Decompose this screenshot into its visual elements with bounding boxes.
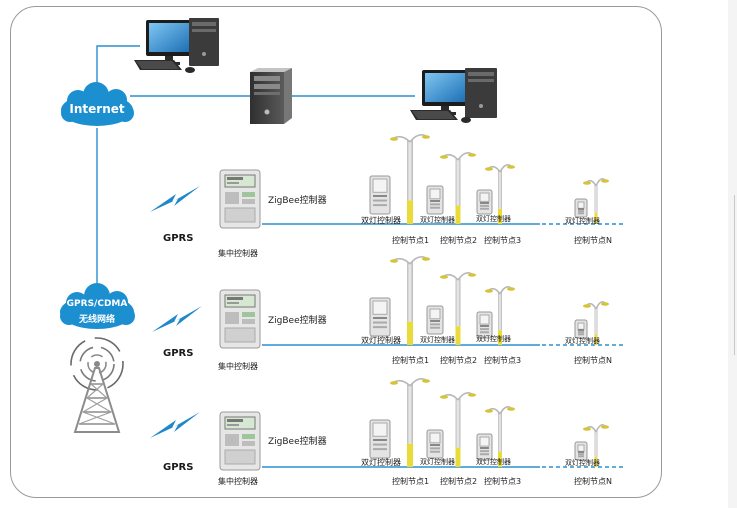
- control-node-label: 控制节点1: [392, 477, 430, 486]
- control-node-label: 控制节点2: [440, 477, 478, 486]
- gprs-label: GPRS: [163, 462, 194, 473]
- control-node-label: 控制节点1: [392, 236, 430, 245]
- concentrator-label: 集中控制器: [218, 477, 258, 486]
- street-lamp-icon: [390, 378, 430, 467]
- concentrator-meter-icon: [219, 289, 261, 349]
- lamp-controller-box-icon: [574, 198, 588, 218]
- lamp-controller-box-icon: [369, 175, 391, 215]
- lamp-controller-label: 双灯控制器: [476, 458, 511, 466]
- radio-tower-icon: [70, 337, 124, 433]
- lamp-controller-box-icon: [476, 433, 493, 461]
- wireless-network-label-line2: 无线网络: [78, 315, 115, 325]
- street-lamp-icon: [583, 424, 609, 467]
- internet-label: Internet: [69, 102, 125, 116]
- gprs-label: GPRS: [163, 233, 194, 244]
- lamp-controller-box-icon: [369, 297, 391, 337]
- lamp-controller-box-icon: [369, 419, 391, 459]
- zigbee-controller-label: ZigBee控制器: [268, 437, 327, 447]
- street-lamp-icon: [440, 152, 476, 224]
- street-lamp-icon: [485, 406, 515, 467]
- server-tower-icon: [250, 68, 292, 124]
- lamp-controller-label: 双灯控制器: [420, 336, 455, 344]
- controller-rows: [150, 134, 626, 471]
- lamp-controller-label: 双灯控制器: [476, 215, 511, 223]
- street-lamp-icon: [583, 301, 609, 345]
- street-lamp-icon: [485, 164, 515, 224]
- cloud-icon: [60, 283, 135, 329]
- dual-lamp-controller-label: 双灯控制器: [361, 216, 401, 225]
- lamp-controller-label: 双灯控制器: [476, 335, 511, 343]
- lightning-bolt-icon: [150, 186, 200, 212]
- dual-lamp-controller-label: 双灯控制器: [361, 458, 401, 467]
- concentrator-meter-icon: [219, 169, 261, 229]
- street-lamp-icon: [485, 286, 515, 345]
- zigbee-controller-label: ZigBee控制器: [268, 316, 327, 326]
- diagram-frame: [10, 6, 662, 498]
- wireless-network-label-line1: GPRS/CDMA: [66, 299, 128, 309]
- desktop-computer-icon: [410, 68, 497, 123]
- lamp-controller-box-icon: [426, 185, 444, 215]
- concentrator-meter-icon: [219, 411, 261, 471]
- backbone-links: [96, 45, 415, 290]
- control-node-label: 控制节点2: [440, 236, 478, 245]
- dual-lamp-controller-label: 双灯控制器: [361, 336, 401, 345]
- street-lamp-icon: [390, 256, 430, 345]
- control-node-label: 控制节点N: [574, 356, 612, 365]
- street-lamp-icon: [583, 178, 609, 224]
- control-node-label: 控制节点3: [484, 236, 522, 245]
- gprs-label: GPRS: [163, 348, 194, 359]
- lamp-controller-label: 双灯控制器: [420, 458, 455, 466]
- scrollbar-thumb[interactable]: [734, 195, 735, 355]
- control-node-label: 控制节点2: [440, 356, 478, 365]
- zigbee-controller-label: ZigBee控制器: [268, 196, 327, 206]
- lamp-controller-box-icon: [574, 441, 588, 461]
- control-node-label: 控制节点N: [574, 236, 612, 245]
- street-lamp-icon: [440, 392, 476, 467]
- lamp-controller-box-icon: [426, 429, 444, 459]
- lamp-controller-box-icon: [574, 319, 588, 339]
- cloud-icon: [61, 82, 134, 126]
- link-internet-top-pc: [96, 45, 140, 90]
- control-node-label: 控制节点N: [574, 477, 612, 486]
- lamp-controller-label: 双灯控制器: [420, 216, 455, 224]
- control-node-label: 控制节点1: [392, 356, 430, 365]
- lamp-controller-label: 双灯控制器: [565, 337, 600, 345]
- street-lamp-icon: [440, 272, 476, 345]
- desktop-computer-icon: [134, 18, 219, 73]
- lightning-bolt-icon: [150, 412, 200, 438]
- concentrator-label: 集中控制器: [218, 362, 258, 371]
- lightning-bolt-icon: [152, 306, 202, 332]
- control-node-label: 控制节点3: [484, 477, 522, 486]
- scrollbar-track[interactable]: [728, 0, 737, 508]
- lamp-controller-box-icon: [426, 305, 444, 335]
- lamp-controller-label: 双灯控制器: [565, 217, 600, 225]
- control-node-label: 控制节点3: [484, 356, 522, 365]
- lamp-controller-box-icon: [476, 189, 493, 215]
- lamp-controller-box-icon: [476, 311, 493, 339]
- lamp-controller-label: 双灯控制器: [565, 459, 600, 467]
- concentrator-label: 集中控制器: [218, 249, 258, 258]
- street-lamp-icon: [390, 134, 430, 224]
